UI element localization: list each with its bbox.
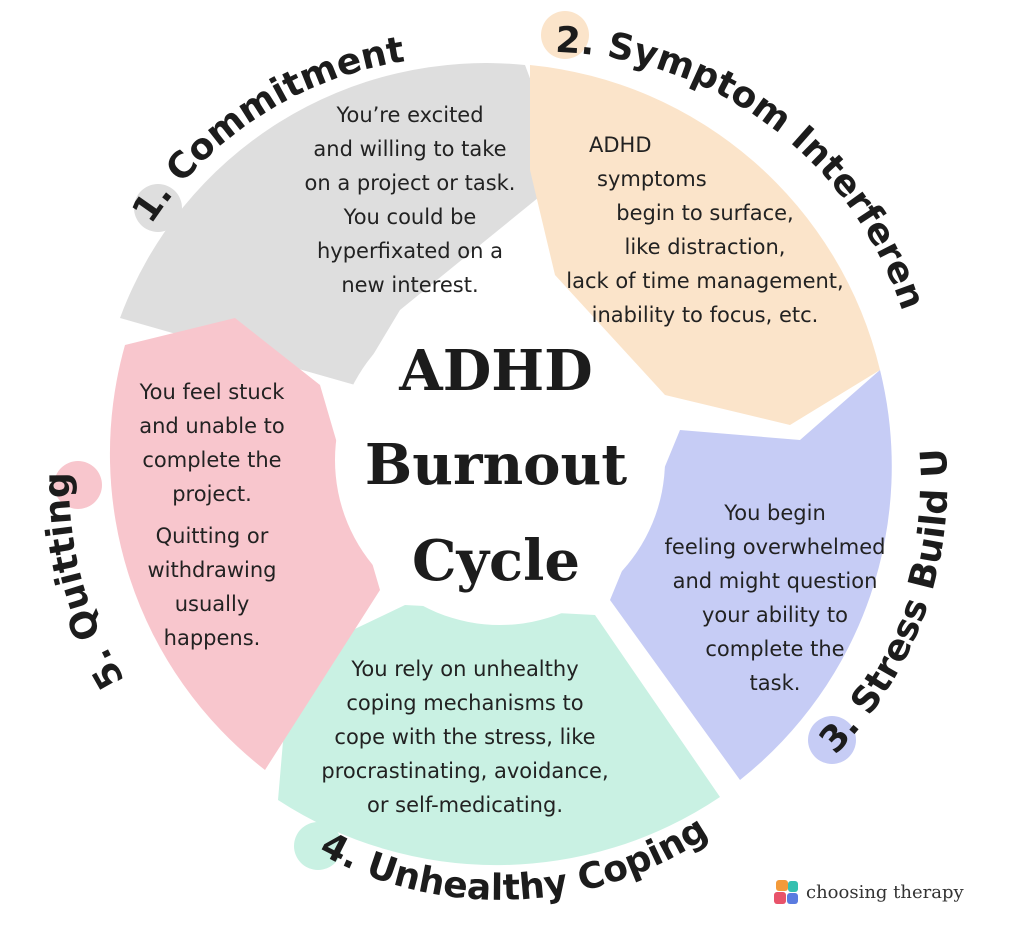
badge-5 <box>54 461 102 509</box>
description-line: You rely on unhealthy <box>351 657 579 681</box>
center-title-line-3: Cycle <box>412 528 580 594</box>
stage-1-description: You’re excited and willing to take on a … <box>280 98 540 302</box>
description-line: and unable to <box>139 414 285 438</box>
description-line: and might question <box>672 569 878 593</box>
stage-3-description: You begin feeling overwhelmed and might … <box>650 496 900 700</box>
description-line: cope with the stress, like <box>334 725 596 749</box>
description-line: like distraction, <box>624 235 786 259</box>
segment-quitting <box>109 318 380 770</box>
description-line: complete the <box>142 448 282 472</box>
description-line: your ability to <box>701 603 848 627</box>
center-title-line-2: Burnout <box>365 432 627 498</box>
description-line: symptoms <box>597 167 707 191</box>
description-line: new interest. <box>341 273 479 297</box>
description-line: withdrawing <box>147 558 277 582</box>
badge-3 <box>808 716 856 764</box>
description-line: procrastinating, avoidance, <box>321 759 609 783</box>
description-line: complete the <box>705 637 845 661</box>
description-line: or self-medicating. <box>366 793 563 817</box>
brand-name: choosing therapy <box>806 881 964 903</box>
center-title-line-1: ADHD <box>398 338 592 404</box>
choosing-therapy-logo-icon <box>774 880 798 904</box>
description-line: coping mechanisms to <box>346 691 584 715</box>
description-line: project. <box>172 482 252 506</box>
stage-2-description: ADHD symptoms begin to surface, like dis… <box>555 128 855 332</box>
description-line: Quitting or <box>155 524 269 548</box>
description-line: task. <box>749 671 801 695</box>
description-line: begin to surface, <box>616 201 794 225</box>
segment-commitment <box>120 63 568 386</box>
stage-4-description: You rely on unhealthy coping mechanisms … <box>315 652 615 822</box>
description-line: lack of time management, <box>566 269 844 293</box>
description-line: You begin <box>724 501 826 525</box>
description-line: You feel stuck <box>139 380 285 404</box>
description-line: feeling overwhelmed <box>664 535 886 559</box>
description-line: and willing to take <box>313 137 507 161</box>
description-line: on a project or task. <box>304 171 516 195</box>
stage-5-description: You feel stuck and unable to complete th… <box>122 375 302 655</box>
segment-unhealthy-coping <box>278 605 720 866</box>
description-line: You could be <box>343 205 477 229</box>
description-line: happens. <box>163 626 261 650</box>
badge-4 <box>294 822 342 870</box>
brand-logo: choosing therapy <box>772 878 964 906</box>
center-circle <box>335 295 665 625</box>
badge-2 <box>541 11 589 59</box>
description-line: ADHD <box>589 133 652 157</box>
badge-1 <box>134 184 182 232</box>
segment-symptom-interference <box>530 65 880 425</box>
description-line: usually <box>174 592 250 616</box>
description-line: hyperfixated on a <box>316 239 503 263</box>
description-line: inability to focus, etc. <box>591 303 819 327</box>
description-line: You’re excited <box>336 103 484 127</box>
segment-stress-build-up <box>610 370 892 780</box>
